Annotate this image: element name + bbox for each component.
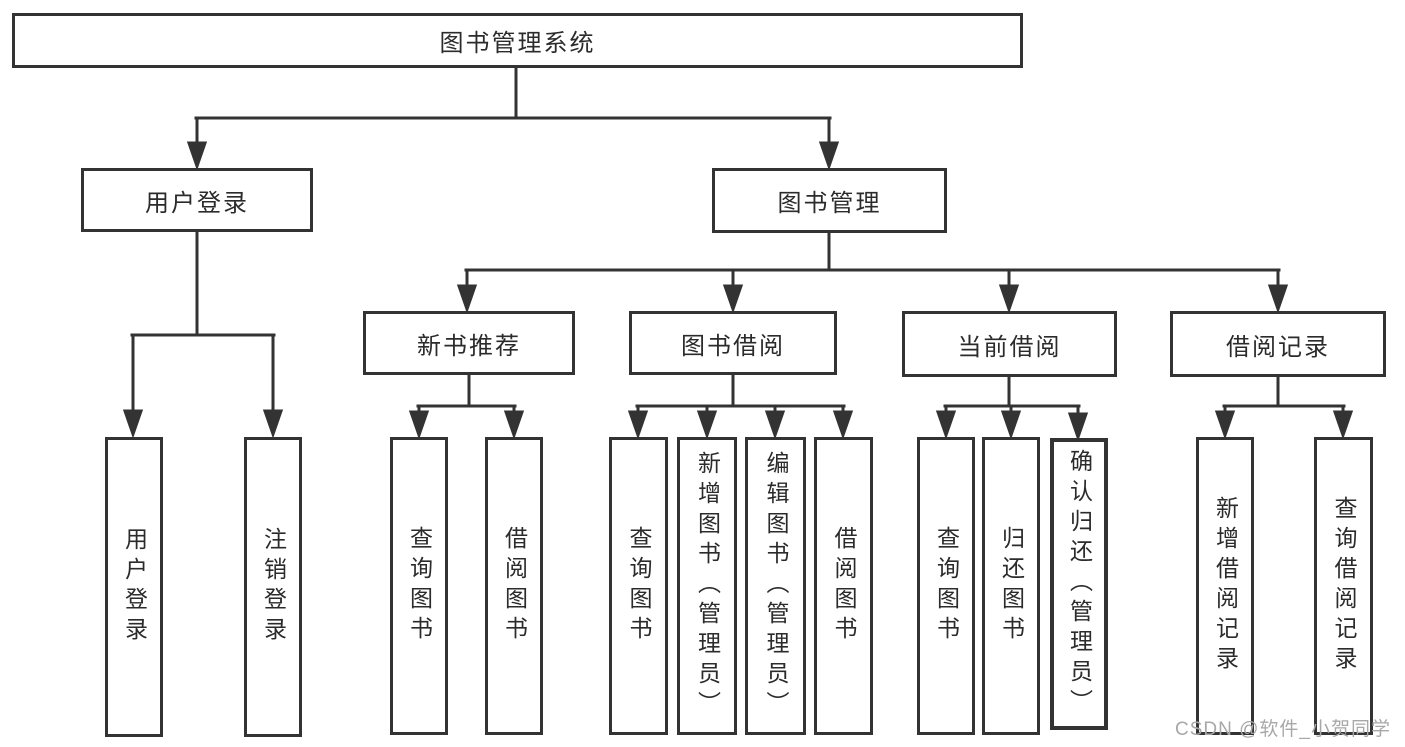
leaf-borrow-books-label: 借阅图书 bbox=[831, 526, 857, 646]
leaf-return-books-label: 归还图书 bbox=[998, 526, 1025, 646]
node-book-management: 图书管理 bbox=[712, 168, 947, 233]
leaf-borrow-books-recommend-label: 借阅图书 bbox=[501, 526, 528, 646]
leaf-query-books-current: 查询图书 bbox=[917, 437, 975, 735]
leaf-query-borrow-record: 查询借阅记录 bbox=[1314, 437, 1373, 735]
node-book-borrow-label: 图书借阅 bbox=[681, 332, 785, 360]
node-new-book-recommend: 新书推荐 bbox=[363, 311, 575, 375]
node-book-management-label: 图书管理 bbox=[777, 190, 882, 217]
leaf-query-books-current-label: 查询图书 bbox=[933, 526, 960, 646]
leaf-add-books-admin-label: 新增图书（管理员） bbox=[694, 451, 721, 721]
leaf-borrow-books: 借阅图书 bbox=[814, 437, 873, 735]
node-library-system: 图书管理系统 bbox=[12, 13, 1023, 68]
leaf-user-login: 用户登录 bbox=[105, 437, 163, 737]
node-library-system-label: 图书管理系统 bbox=[439, 30, 596, 57]
leaf-confirm-return-admin-label: 确认归还（管理员） bbox=[1066, 449, 1093, 719]
leaf-edit-books-admin: 编辑图书（管理员） bbox=[745, 437, 806, 735]
leaf-add-borrow-record: 新增借阅记录 bbox=[1196, 437, 1254, 735]
leaf-add-books-admin: 新增图书（管理员） bbox=[677, 437, 737, 735]
leaf-borrow-books-recommend: 借阅图书 bbox=[485, 437, 543, 735]
leaf-query-books-recommend-label: 查询图书 bbox=[406, 526, 433, 646]
node-new-book-recommend-label: 新书推荐 bbox=[417, 332, 521, 360]
node-book-borrow: 图书借阅 bbox=[629, 311, 837, 375]
leaf-add-borrow-record-label: 新增借阅记录 bbox=[1212, 496, 1239, 676]
leaf-query-books-borrow: 查询图书 bbox=[609, 437, 668, 735]
node-current-borrow-label: 当前借阅 bbox=[957, 333, 1062, 361]
leaf-query-books-borrow-label: 查询图书 bbox=[626, 526, 652, 646]
leaf-user-login-label: 用户登录 bbox=[121, 527, 148, 647]
leaf-edit-books-admin-label: 编辑图书（管理员） bbox=[763, 451, 789, 721]
csdn-watermark: CSDN @软件_小贺同学 bbox=[1175, 719, 1391, 740]
leaf-logout: 注销登录 bbox=[244, 437, 302, 737]
node-borrow-records: 借阅记录 bbox=[1170, 311, 1386, 377]
node-user-login-label: 用户登录 bbox=[145, 189, 249, 217]
leaf-logout-label: 注销登录 bbox=[260, 527, 287, 647]
node-user-login: 用户登录 bbox=[81, 168, 313, 232]
leaf-confirm-return-admin: 确认归还（管理员） bbox=[1050, 438, 1108, 730]
leaf-query-books-recommend: 查询图书 bbox=[390, 437, 448, 735]
node-borrow-records-label: 借阅记录 bbox=[1226, 333, 1330, 361]
node-current-borrow: 当前借阅 bbox=[902, 311, 1117, 377]
leaf-query-borrow-record-label: 查询借阅记录 bbox=[1331, 496, 1357, 676]
leaf-return-books: 归还图书 bbox=[982, 437, 1040, 735]
